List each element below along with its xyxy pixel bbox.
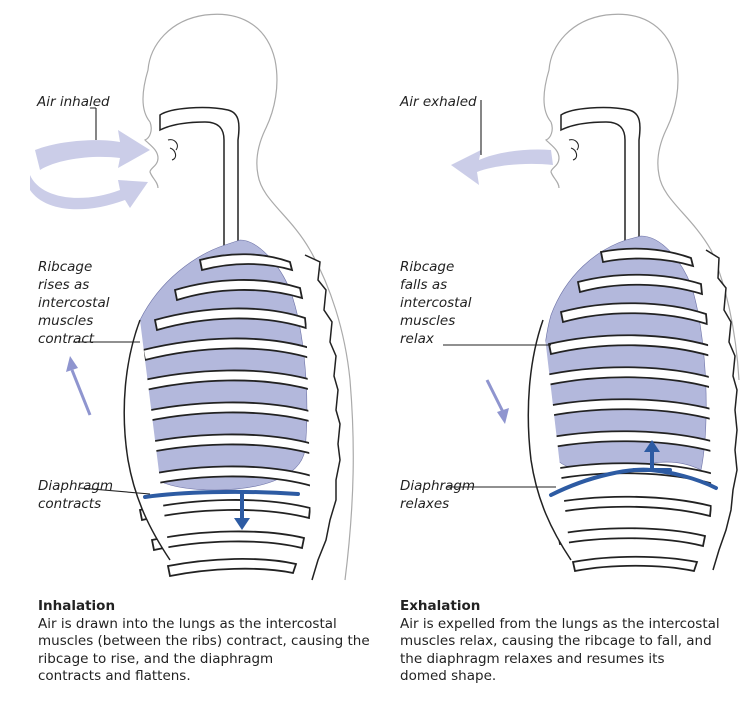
air-inhaled-label: Air inhaled xyxy=(37,93,110,111)
spine xyxy=(706,250,737,570)
ribcage-rise-arrow xyxy=(66,356,78,372)
inhalation-caption: Inhalation Air is drawn into the lungs a… xyxy=(38,598,383,686)
ribcage-fall-arrow xyxy=(497,408,509,424)
ribcage-label: Ribcage rises as intercostal muscles con… xyxy=(38,258,110,348)
diaphragm-label: Diaphragm contracts xyxy=(38,477,113,513)
exhalation-panel: Air exhaled Ribcage falls as intercostal… xyxy=(371,0,742,727)
diaphragm-down-arrow xyxy=(234,518,250,530)
spine xyxy=(305,255,340,580)
inhalation-title: Inhalation xyxy=(38,598,383,616)
diaphragm-label: Diaphragm relaxes xyxy=(400,477,475,513)
trachea xyxy=(561,108,640,250)
exhalation-title: Exhalation xyxy=(400,598,740,616)
exhalation-caption: Exhalation Air is expelled from the lung… xyxy=(400,598,740,686)
ribcage-label: Ribcage falls as intercostal muscles rel… xyxy=(400,258,472,348)
inhalation-panel: Air inhaled Ribcage rises as intercostal… xyxy=(0,0,371,727)
inhale-air-arrow xyxy=(35,130,150,170)
trachea xyxy=(160,108,239,250)
air-exhaled-label: Air exhaled xyxy=(400,93,477,111)
diaphragm-line xyxy=(145,492,298,497)
exhale-air-arrow xyxy=(451,149,553,185)
